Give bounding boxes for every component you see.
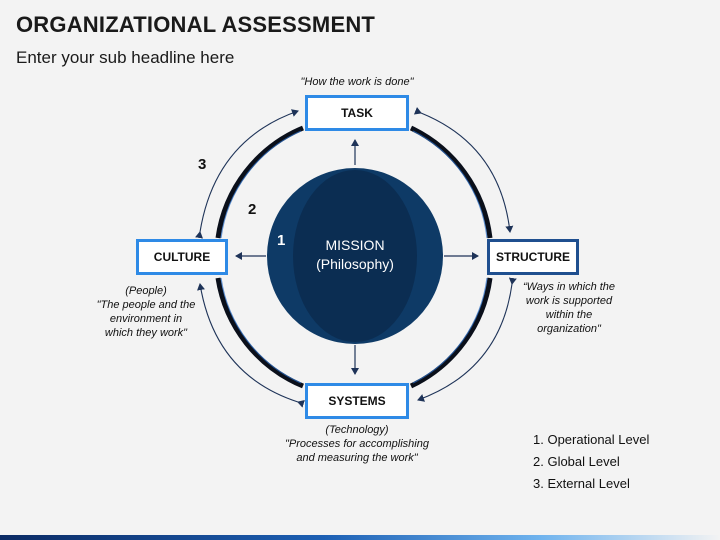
- systems-label: SYSTEMS: [328, 394, 386, 408]
- outer-arrow-systems-culture: [197, 283, 305, 408]
- structure-label: STRUCTURE: [496, 250, 570, 264]
- culture-label: CULTURE: [153, 250, 211, 264]
- page-subtitle: Enter your sub headline here: [16, 48, 235, 67]
- level-number-3: 3: [198, 156, 207, 173]
- level-number-2: 2: [248, 201, 257, 218]
- mission-circle-inner: [293, 170, 417, 342]
- systems-note: (Technology) "Processes for accomplishin…: [285, 424, 429, 464]
- levels-legend: 1. Operational Level 2. Global Level 3. …: [533, 432, 649, 498]
- center-arrows: [235, 139, 479, 375]
- mission-label: MISSION (Philosophy): [300, 236, 410, 274]
- level-number-1: 1: [277, 232, 286, 249]
- culture-note: (People) "The people and the environment…: [96, 285, 196, 339]
- task-label: TASK: [341, 106, 373, 120]
- page-title: ORGANIZATIONAL ASSESSMENT: [16, 12, 376, 37]
- level-item: 1. Operational Level: [533, 432, 650, 447]
- outer-arrows: [195, 107, 517, 408]
- structure-note: “Ways in which the work is supported wit…: [522, 281, 616, 335]
- task-box: TASK: [305, 95, 409, 131]
- outer-arrow-structure-systems: [417, 277, 517, 402]
- level-item: 3. External Level: [533, 476, 630, 491]
- level-item: 2. Global Level: [533, 454, 620, 469]
- mission-subtitle: (Philosophy): [316, 256, 394, 272]
- systems-box: SYSTEMS: [305, 383, 409, 419]
- outer-arrow-task-structure: [413, 107, 514, 233]
- footer-gradient-bar: [0, 535, 720, 540]
- structure-box: STRUCTURE: [487, 239, 579, 275]
- mission-title: MISSION: [325, 237, 385, 253]
- outer-arrow-culture-task: [195, 109, 299, 239]
- culture-box: CULTURE: [136, 239, 228, 275]
- task-note: "How the work is done": [300, 76, 414, 88]
